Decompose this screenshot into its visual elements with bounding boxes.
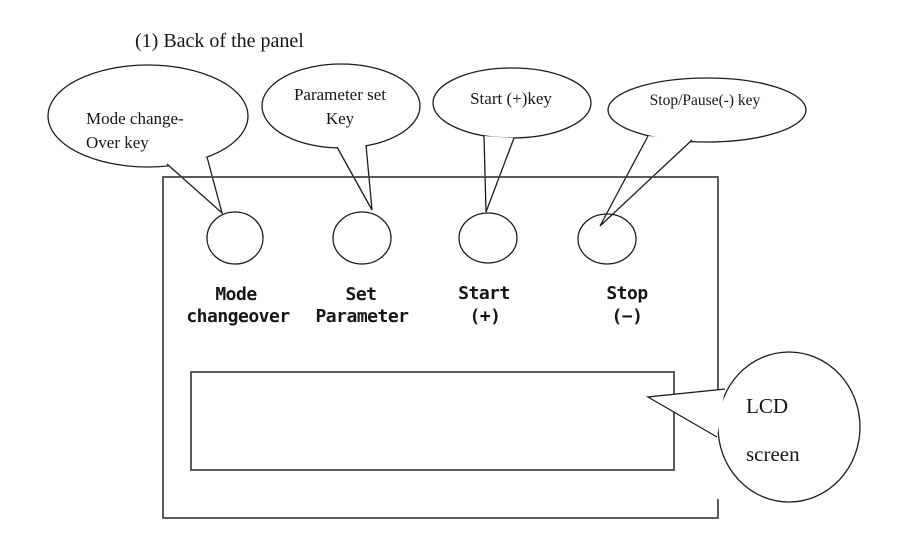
key-label-set-line2: Parameter — [315, 306, 409, 327]
callout-label-param-line2: Key — [326, 109, 355, 128]
key-label-stop-line1: Stop — [606, 283, 648, 304]
key-circle-set-parameter — [332, 211, 392, 265]
callout-bubble-parameter-set — [261, 63, 421, 149]
lcd-callout-overlap-patch — [711, 393, 722, 499]
callout-tail-mode-changeover — [166, 156, 224, 215]
callout-label-mode-line1: Mode change- — [86, 109, 184, 128]
key-label-start-line2: (+) — [469, 306, 500, 327]
key-label-mode-line1: Mode — [215, 284, 257, 305]
callout-label-lcd-line2: screen — [746, 442, 800, 466]
panel-outline — [162, 176, 719, 519]
key-label-stop-line2: (−) — [611, 306, 642, 327]
callout-label-start: Start (+)key — [470, 89, 552, 108]
callout-tail-lcd — [645, 388, 726, 438]
key-circle-start — [458, 212, 518, 264]
callout-label-stop: Stop/Pause(-) key — [650, 92, 761, 109]
callout-label-param-line1: Parameter set — [294, 85, 386, 104]
lcd-screen-outline — [190, 371, 675, 471]
key-label-start-line1: Start — [458, 283, 510, 304]
callout-bubble-stop-key — [607, 77, 807, 143]
key-label-set-line1: Set — [345, 284, 376, 305]
key-circle-mode-changeover — [206, 211, 264, 265]
callout-label-mode-line2: Over key — [86, 133, 149, 152]
callout-tail-stop-key — [599, 135, 693, 227]
key-circle-stop — [577, 213, 637, 265]
callout-bubble-mode-changeover — [47, 64, 249, 168]
figure-title: (1) Back of the panel — [135, 30, 304, 52]
callout-tail-start-key — [483, 135, 515, 213]
callout-bubble-lcd — [717, 351, 861, 503]
callout-label-lcd-line1: LCD — [746, 394, 788, 418]
key-label-mode-line2: changeover — [186, 306, 290, 327]
